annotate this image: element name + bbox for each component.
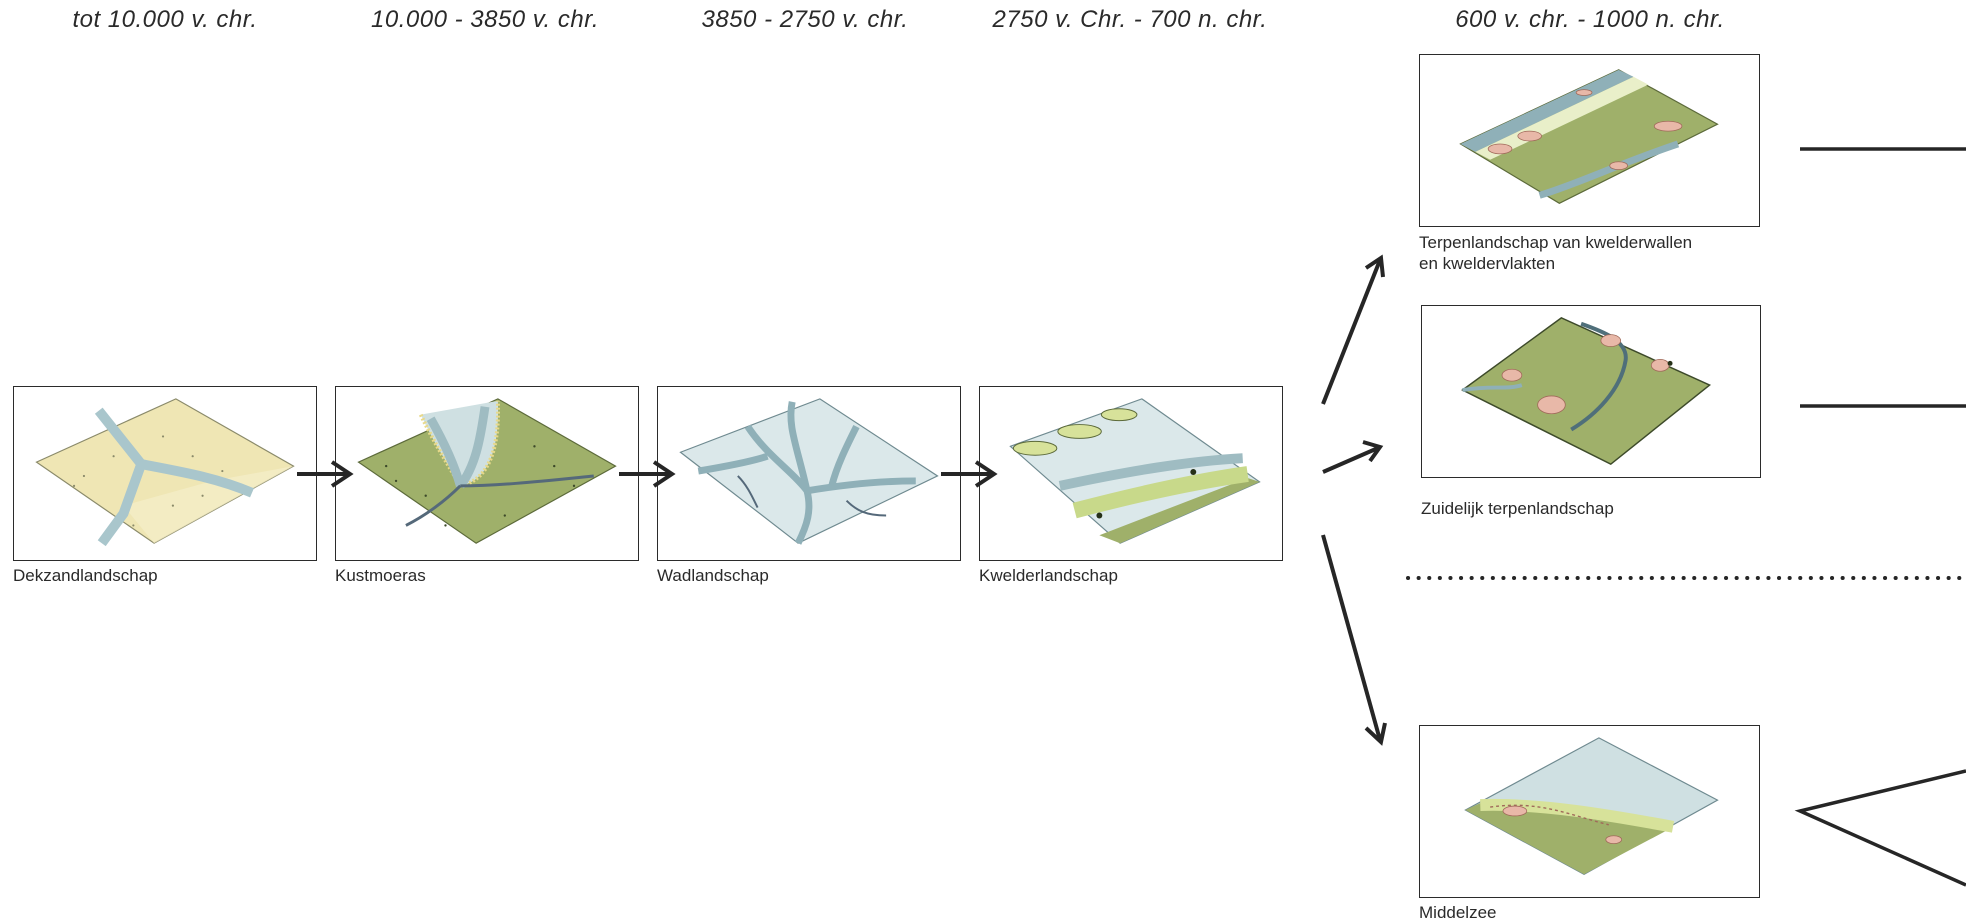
era-heading-kustmoeras: 10.000 - 3850 v. chr. — [371, 6, 599, 33]
dekzand-illustration — [13, 386, 317, 561]
kustmoeras-illustration — [335, 386, 639, 561]
era-heading-wad: 3850 - 2750 v. chr. — [701, 6, 909, 33]
terpenlandschap-kwelderwallen-illustration — [1419, 54, 1760, 227]
branch-label-zuidelijk-terpenlandschap: Zuidelijk terpenlandschap — [1421, 499, 1614, 518]
arrow-to-zuidelijk-head — [1362, 440, 1384, 463]
zuidelijk-terpenlandschap-illustration — [1421, 305, 1761, 478]
branch-label-terpenlandschap-line2: en kweldervlakten — [1419, 254, 1556, 273]
stage-label-kustmoeras: Kustmoeras — [335, 566, 426, 585]
stage-label-wadlandschap: Wadlandschap — [657, 566, 769, 585]
branch-label-terpenlandschap-line1: Terpenlandschap van kwelderwallen — [1419, 233, 1693, 252]
stage-label-kwelderlandschap: Kwelderlandschap — [979, 566, 1118, 585]
arrow-to-terpenlandschap — [1321, 259, 1382, 405]
era-heading-terpen: 600 v. chr. - 1000 n. chr. — [1455, 6, 1725, 33]
arrow-to-terpenlandschap-head — [1364, 254, 1385, 278]
branch-label-middelzee: Middelzee — [1419, 903, 1497, 922]
arrow-to-middelzee — [1321, 534, 1382, 741]
wadlandschap-illustration — [657, 386, 961, 561]
continuation-fork-middelzee — [1794, 769, 1966, 887]
middelzee-illustration — [1419, 725, 1760, 898]
era-heading-dekzand: tot 10.000 v. chr. — [72, 6, 258, 33]
stage-label-dekzandlandschap: Dekzandlandschap — [13, 566, 158, 585]
kwelderlandschap-illustration — [979, 386, 1283, 561]
era-heading-kwelder: 2750 v. Chr. - 700 n. chr. — [992, 6, 1268, 33]
arrow-to-middelzee-head — [1364, 722, 1387, 746]
arrow-to-zuidelijk — [1322, 446, 1379, 474]
